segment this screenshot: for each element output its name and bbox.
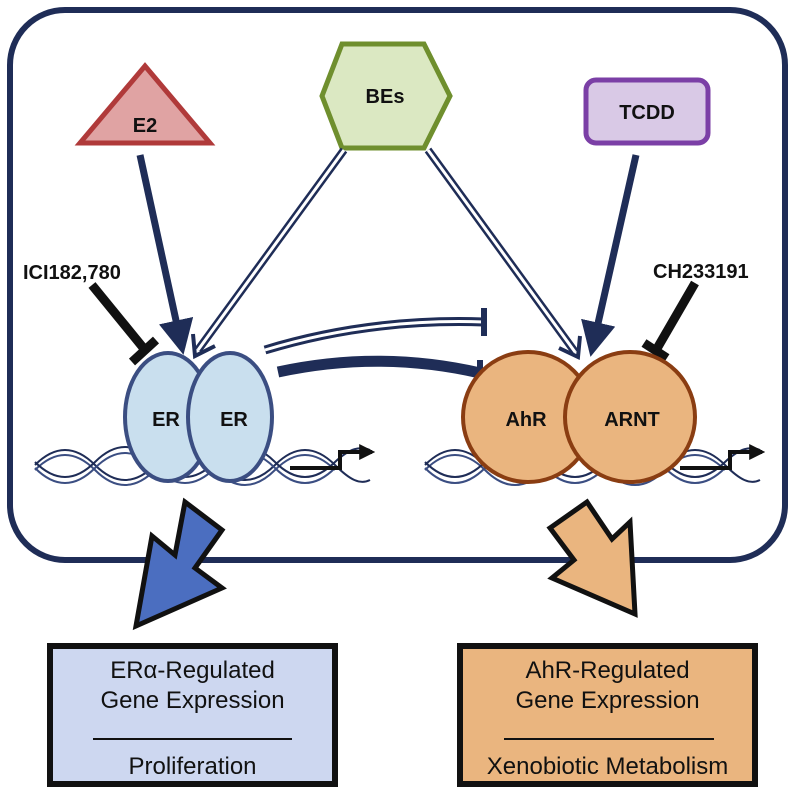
er-monomer-right [186, 351, 274, 483]
transcription-arrow-left [290, 444, 376, 470]
er-right-label: ER [220, 409, 248, 431]
er-output-line1: ERα-Regulated [110, 657, 275, 684]
er-output-result: Proliferation [128, 753, 257, 780]
ahr-label: AhR [505, 409, 547, 431]
ahr-output-result: Xenobiotic Metabolism [486, 753, 729, 780]
transcription-arrow-right [680, 444, 766, 470]
ahr-output-box [457, 643, 758, 787]
er-output-line2: Gene Expression [100, 687, 285, 714]
tcdd-label: TCDD [619, 102, 675, 124]
e2-label: E2 [133, 115, 157, 137]
ahr-output-line1: AhR-Regulated [525, 657, 690, 684]
er-output-box [47, 643, 338, 787]
ahr-output-title: AhR-Regulated Gene Expression [460, 656, 755, 716]
bes-to-er-arrow [191, 147, 348, 360]
bes-to-ahr-arrow [424, 147, 582, 361]
er-output-arrow [132, 497, 227, 631]
tcdd-box [583, 77, 711, 146]
arnt-circle [563, 350, 697, 484]
tcdd-to-ahr-arrow [581, 154, 640, 357]
bes-label: BEs [366, 86, 405, 108]
bes-hexagon [319, 41, 453, 151]
er-left-label: ER [152, 409, 180, 431]
arnt-label: ARNT [604, 409, 660, 431]
er-to-ahr-inhibition [263, 308, 487, 355]
ici-label: ICI182,780 [23, 262, 121, 284]
ici-inhibitor-line [88, 282, 160, 366]
ch-label: CH233191 [653, 261, 749, 283]
ahr-output-line2: Gene Expression [515, 687, 700, 714]
e2-to-er-arrow [136, 154, 194, 355]
er-output-title: ERα-Regulated Gene Expression [50, 656, 335, 716]
ahr-output-arrow [546, 498, 638, 618]
ch-inhibitor-line [641, 280, 699, 362]
e2-triangle [74, 62, 216, 146]
